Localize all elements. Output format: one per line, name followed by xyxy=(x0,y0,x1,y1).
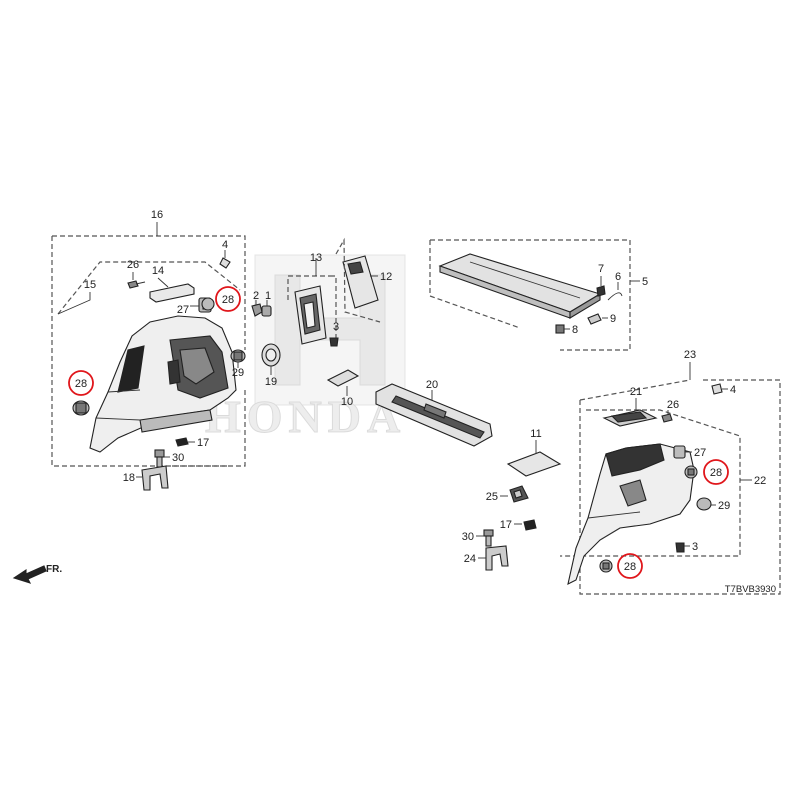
callout-27: 27 xyxy=(177,304,189,316)
right-quarter-trim xyxy=(567,443,695,586)
callout-numbers: 16 15 14 26 4 27 28 29 28 2 1 19 17 30 1… xyxy=(75,209,766,573)
clip-28-right-lower xyxy=(599,559,613,573)
callout-23: 23 xyxy=(684,349,696,361)
callout-12: 12 xyxy=(380,271,392,283)
front-arrow-icon xyxy=(12,565,47,584)
callout-22: 22 xyxy=(754,475,766,487)
clip-27-right xyxy=(673,445,686,459)
callout-10: 10 xyxy=(341,396,353,408)
left-group xyxy=(51,222,281,491)
highlight-circle xyxy=(703,459,729,485)
callout-1: 1 xyxy=(265,290,271,302)
parcel-shelf xyxy=(438,253,602,319)
bolt-30-left xyxy=(154,449,165,468)
screw-3-center xyxy=(329,337,339,347)
handle-13 xyxy=(294,285,327,345)
parcel-shelf-group xyxy=(429,239,640,351)
right-group xyxy=(560,362,781,595)
callout-3: 3 xyxy=(692,541,698,553)
screw-3-right xyxy=(675,542,685,553)
sill-20 xyxy=(375,383,493,447)
clip-29-right xyxy=(696,497,712,511)
clip-29-left xyxy=(230,349,246,363)
clip-4-left xyxy=(219,257,231,269)
callout-2: 2 xyxy=(253,290,259,302)
callout-18: 18 xyxy=(123,472,135,484)
group-16-box xyxy=(51,236,230,467)
callout-4: 4 xyxy=(222,239,228,251)
callout-26: 26 xyxy=(667,399,679,411)
callout-17: 17 xyxy=(197,437,209,449)
diagram-code: T7BVB3930 xyxy=(725,584,776,595)
callout-24: 24 xyxy=(464,553,476,565)
clip-4-right xyxy=(711,383,723,395)
group-15-box xyxy=(57,261,241,315)
callout-6: 6 xyxy=(615,271,621,283)
clip-1 xyxy=(261,305,272,317)
cover-10 xyxy=(326,369,360,387)
callout-11: 11 xyxy=(530,428,541,440)
callout-27: 27 xyxy=(694,447,706,459)
highlight-circles xyxy=(68,286,729,579)
honda-watermark: HONDA xyxy=(205,254,406,443)
hook-9 xyxy=(587,313,602,325)
highlight-circle xyxy=(215,286,241,312)
callout-20: 20 xyxy=(426,379,438,391)
bracket-18 xyxy=(141,465,169,491)
clip-8 xyxy=(555,324,565,334)
callout-9: 9 xyxy=(610,313,616,325)
callout-3: 3 xyxy=(333,321,339,333)
left-quarter-trim xyxy=(89,315,237,453)
callout-28: 28 xyxy=(710,467,722,479)
callout-26: 26 xyxy=(127,259,139,271)
clip-28-right-upper xyxy=(684,465,698,479)
clip-28-left-lower xyxy=(72,400,90,416)
callout-17: 17 xyxy=(500,519,512,531)
callout-30: 30 xyxy=(172,452,184,464)
callout-25: 25 xyxy=(486,491,498,503)
screw-26-right xyxy=(661,413,673,423)
clip-17-center xyxy=(523,519,537,531)
callout-21: 21 xyxy=(630,386,642,398)
garnish-14 xyxy=(149,283,195,303)
callout-28: 28 xyxy=(75,378,87,390)
callout-13: 13 xyxy=(310,252,322,264)
front-label: FR. xyxy=(46,564,62,575)
board-11 xyxy=(506,451,562,477)
callout-19: 19 xyxy=(265,376,277,388)
callout-4: 4 xyxy=(730,384,736,396)
clip-25 xyxy=(509,485,529,503)
group-5-box xyxy=(430,239,631,351)
screw-26-left xyxy=(127,280,146,289)
bracket-24 xyxy=(485,545,509,571)
callout-28: 28 xyxy=(222,294,234,306)
clip-7 xyxy=(596,285,606,297)
callout-7: 7 xyxy=(598,263,604,275)
callout-28: 28 xyxy=(624,561,636,573)
highlight-circle xyxy=(617,553,643,579)
callout-15: 15 xyxy=(84,279,96,291)
clip-17-left xyxy=(175,437,189,447)
cover-12 xyxy=(342,255,379,309)
clip-28-left-upper xyxy=(201,297,215,311)
group-23-box xyxy=(579,379,781,595)
string-6 xyxy=(607,292,623,301)
callout-8: 8 xyxy=(572,324,578,336)
callout-16: 16 xyxy=(151,209,163,221)
callout-30: 30 xyxy=(462,531,474,543)
watermark-text: HONDA xyxy=(205,391,406,442)
bolt-30-center xyxy=(483,529,494,547)
highlight-circle xyxy=(68,370,94,396)
callout-29: 29 xyxy=(718,500,730,512)
callout-5: 5 xyxy=(642,276,648,288)
callout-29: 29 xyxy=(232,367,244,379)
garnish-21 xyxy=(602,409,658,427)
callout-14: 14 xyxy=(152,265,164,277)
cap-19 xyxy=(261,343,281,367)
center-group xyxy=(287,237,562,571)
group-22-box xyxy=(560,409,741,557)
